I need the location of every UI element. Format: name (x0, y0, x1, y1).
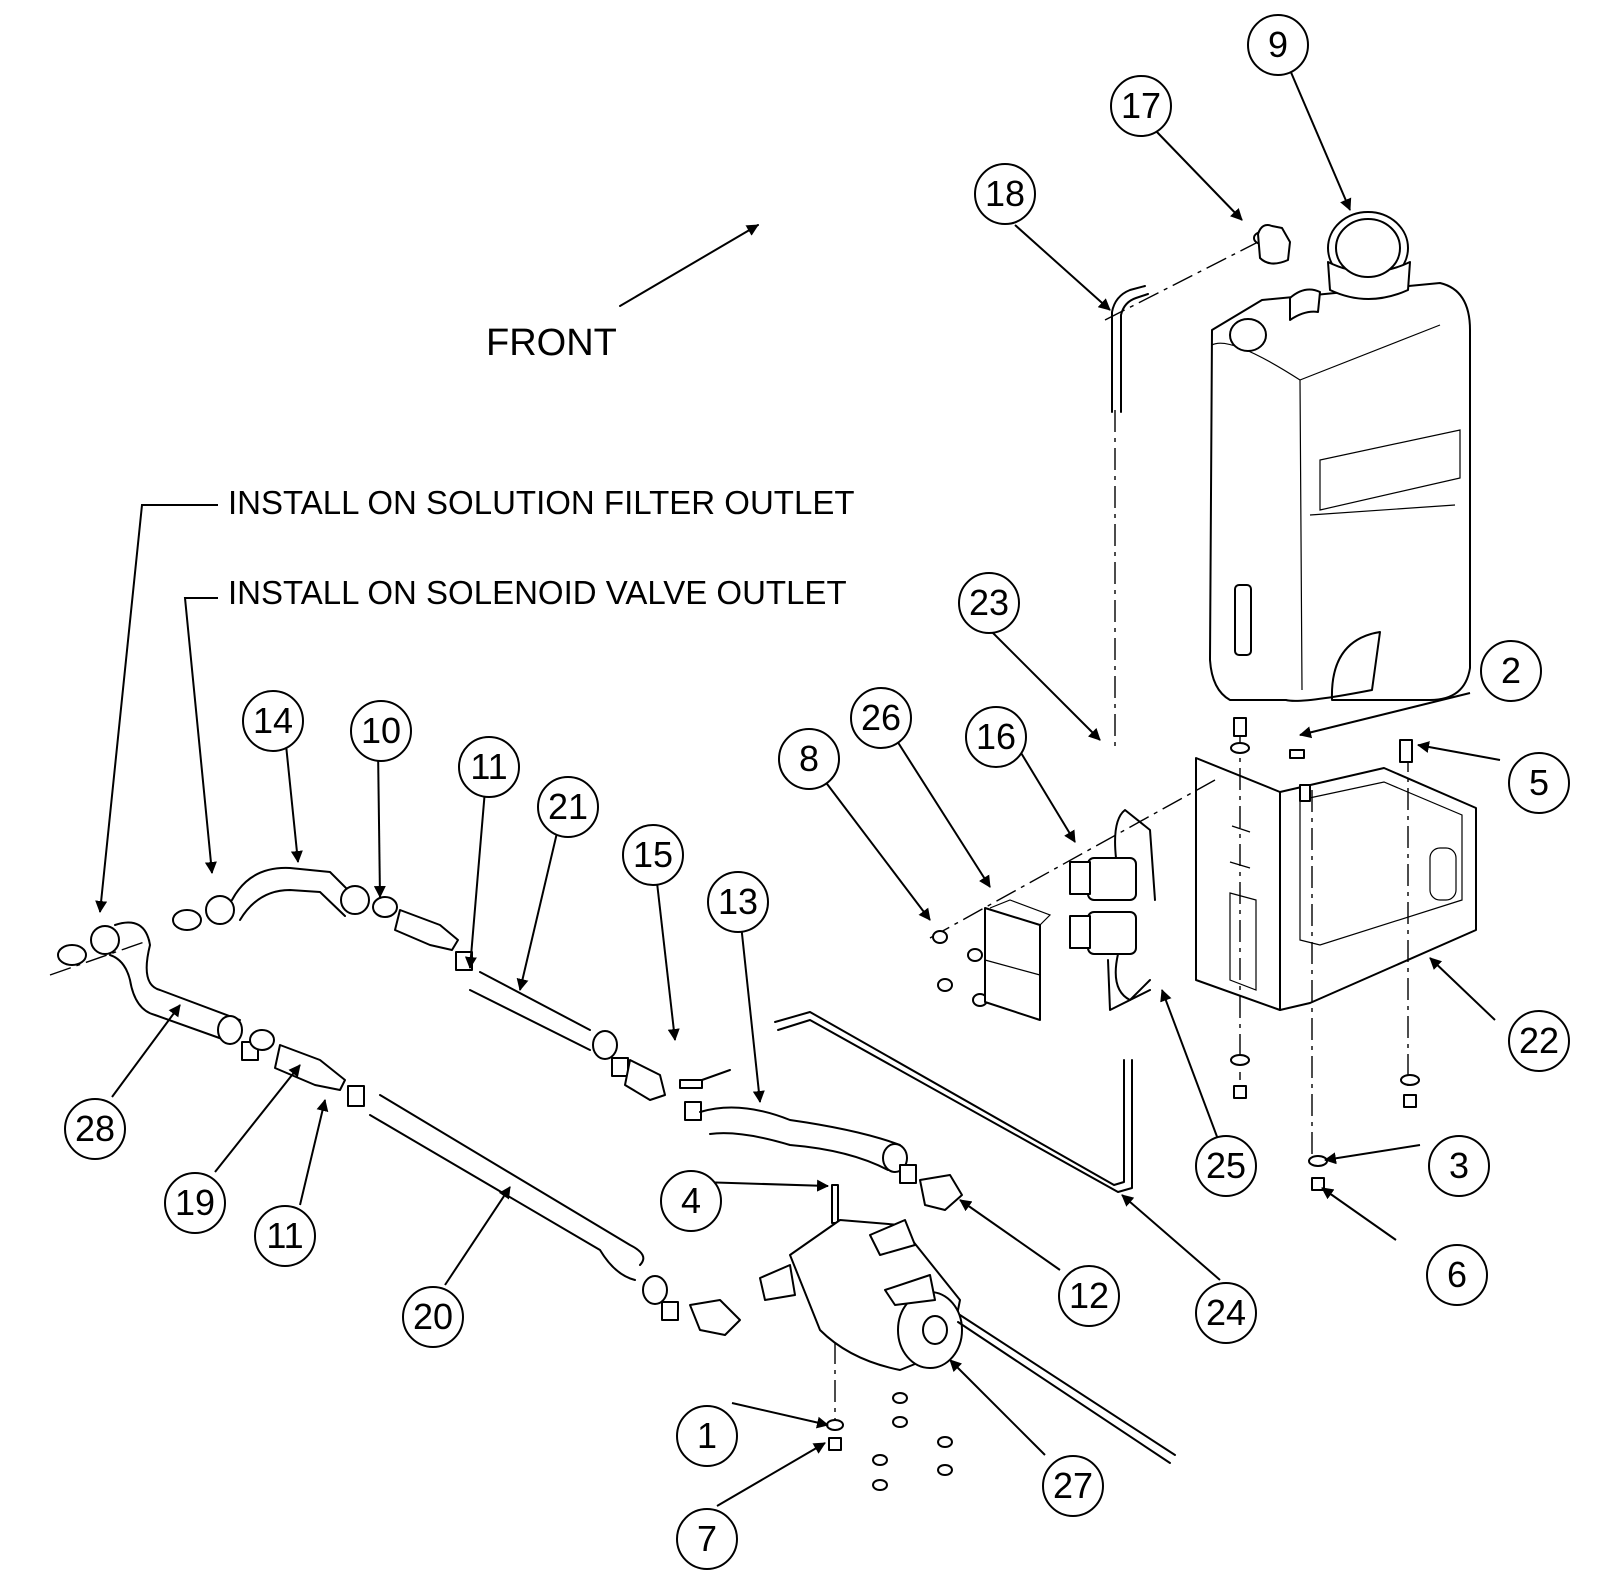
hose-assembly-lower (57, 921, 741, 1336)
callout-7: 7 (676, 1508, 738, 1570)
callout-2: 2 (1480, 640, 1542, 702)
callout-8: 8 (778, 728, 840, 790)
front-arrow (619, 224, 759, 307)
callout-leaders (111, 69, 1501, 1507)
hose-assembly-upper (172, 866, 731, 1101)
callout-11-lower: 11 (254, 1205, 316, 1267)
callout-3: 3 (1428, 1135, 1490, 1197)
callout-11-upper: 11 (458, 736, 520, 798)
callout-15: 15 (622, 824, 684, 886)
callout-12: 12 (1058, 1265, 1120, 1327)
front-label: FRONT (486, 322, 617, 364)
callout-13: 13 (707, 871, 769, 933)
tubes (774, 224, 1291, 1193)
callout-17: 17 (1110, 75, 1172, 137)
note-leader-lines (95, 504, 218, 913)
callout-20: 20 (402, 1286, 464, 1348)
callout-1: 1 (676, 1405, 738, 1467)
solenoid-valve-outlet-note: INSTALL ON SOLENOID VALVE OUTLET (228, 574, 847, 611)
valve-bracket (984, 899, 1052, 1021)
callout-22: 22 (1508, 1010, 1570, 1072)
pump (759, 1219, 1176, 1464)
callout-27: 27 (1042, 1455, 1104, 1517)
callout-9: 9 (1247, 14, 1309, 76)
callout-10: 10 (350, 700, 412, 762)
callout-26: 26 (850, 687, 912, 749)
callout-16: 16 (965, 706, 1027, 768)
tank-mounting-bracket (1195, 757, 1477, 1011)
callout-23: 23 (958, 572, 1020, 634)
callout-21: 21 (537, 776, 599, 838)
hose-13 (684, 1101, 963, 1211)
callout-19: 19 (164, 1172, 226, 1234)
callout-6: 6 (1426, 1244, 1488, 1306)
callout-18: 18 (974, 163, 1036, 225)
callout-24: 24 (1195, 1282, 1257, 1344)
callout-25: 25 (1195, 1135, 1257, 1197)
callout-4: 4 (660, 1170, 722, 1232)
callout-5: 5 (1508, 752, 1570, 814)
callout-28: 28 (64, 1098, 126, 1160)
solution-tank (1209, 211, 1471, 702)
solenoid-valves (1069, 809, 1156, 1011)
solution-filter-outlet-note: INSTALL ON SOLUTION FILTER OUTLET (228, 484, 855, 521)
callout-14: 14 (242, 690, 304, 752)
